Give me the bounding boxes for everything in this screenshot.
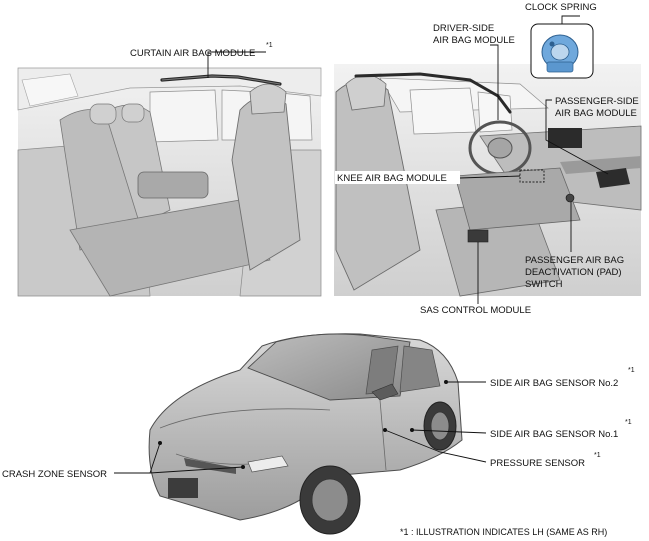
label-knee-air-bag-module: KNEE AIR BAG MODULE (337, 173, 447, 184)
rear-cabin-illustration (17, 67, 322, 297)
label-side-air-bag-sensor-no2: SIDE AIR BAG SENSOR No.2 (490, 378, 618, 389)
note-side-air-bag-sensor-no2: *1 (628, 367, 635, 374)
label-pad-switch-line2: DEACTIVATION (PAD) (525, 267, 622, 278)
clock-spring-inset (530, 23, 594, 79)
label-passenger-side-air-bag-module-line1: PASSENGER-SIDE (555, 96, 639, 107)
label-crash-zone-sensor: CRASH ZONE SENSOR (2, 469, 107, 480)
label-side-air-bag-sensor-no1: SIDE AIR BAG SENSOR No.1 (490, 429, 618, 440)
note-side-air-bag-sensor-no1: *1 (625, 419, 632, 426)
label-sas-control-module: SAS CONTROL MODULE (420, 305, 531, 316)
front-cabin-illustration (334, 64, 642, 297)
label-pad-switch-line3: SWITCH (525, 279, 563, 290)
label-pressure-sensor: PRESSURE SENSOR (490, 458, 585, 469)
note-pressure-sensor: *1 (594, 452, 601, 459)
label-pad-switch-line1: PASSENGER AIR BAG (525, 255, 624, 266)
label-passenger-side-air-bag-module-line2: AIR BAG MODULE (555, 108, 637, 119)
footnote: *1 : ILLUSTRATION INDICATES LH (SAME AS … (400, 527, 607, 537)
label-curtain-air-bag-module: CURTAIN AIR BAG MODULE (130, 48, 255, 59)
component-labels: CURTAIN AIR BAG MODULE *1 CLOCK SPRING D… (2, 2, 639, 537)
label-clock-spring: CLOCK SPRING (525, 2, 597, 13)
note-curtain-air-bag-module: *1 (266, 42, 273, 49)
leader-lines (114, 15, 609, 474)
vehicle-exterior-illustration (148, 333, 463, 535)
label-driver-side-air-bag-module-line2: AIR BAG MODULE (433, 35, 515, 46)
label-driver-side-air-bag-module-line1: DRIVER-SIDE (433, 23, 494, 34)
